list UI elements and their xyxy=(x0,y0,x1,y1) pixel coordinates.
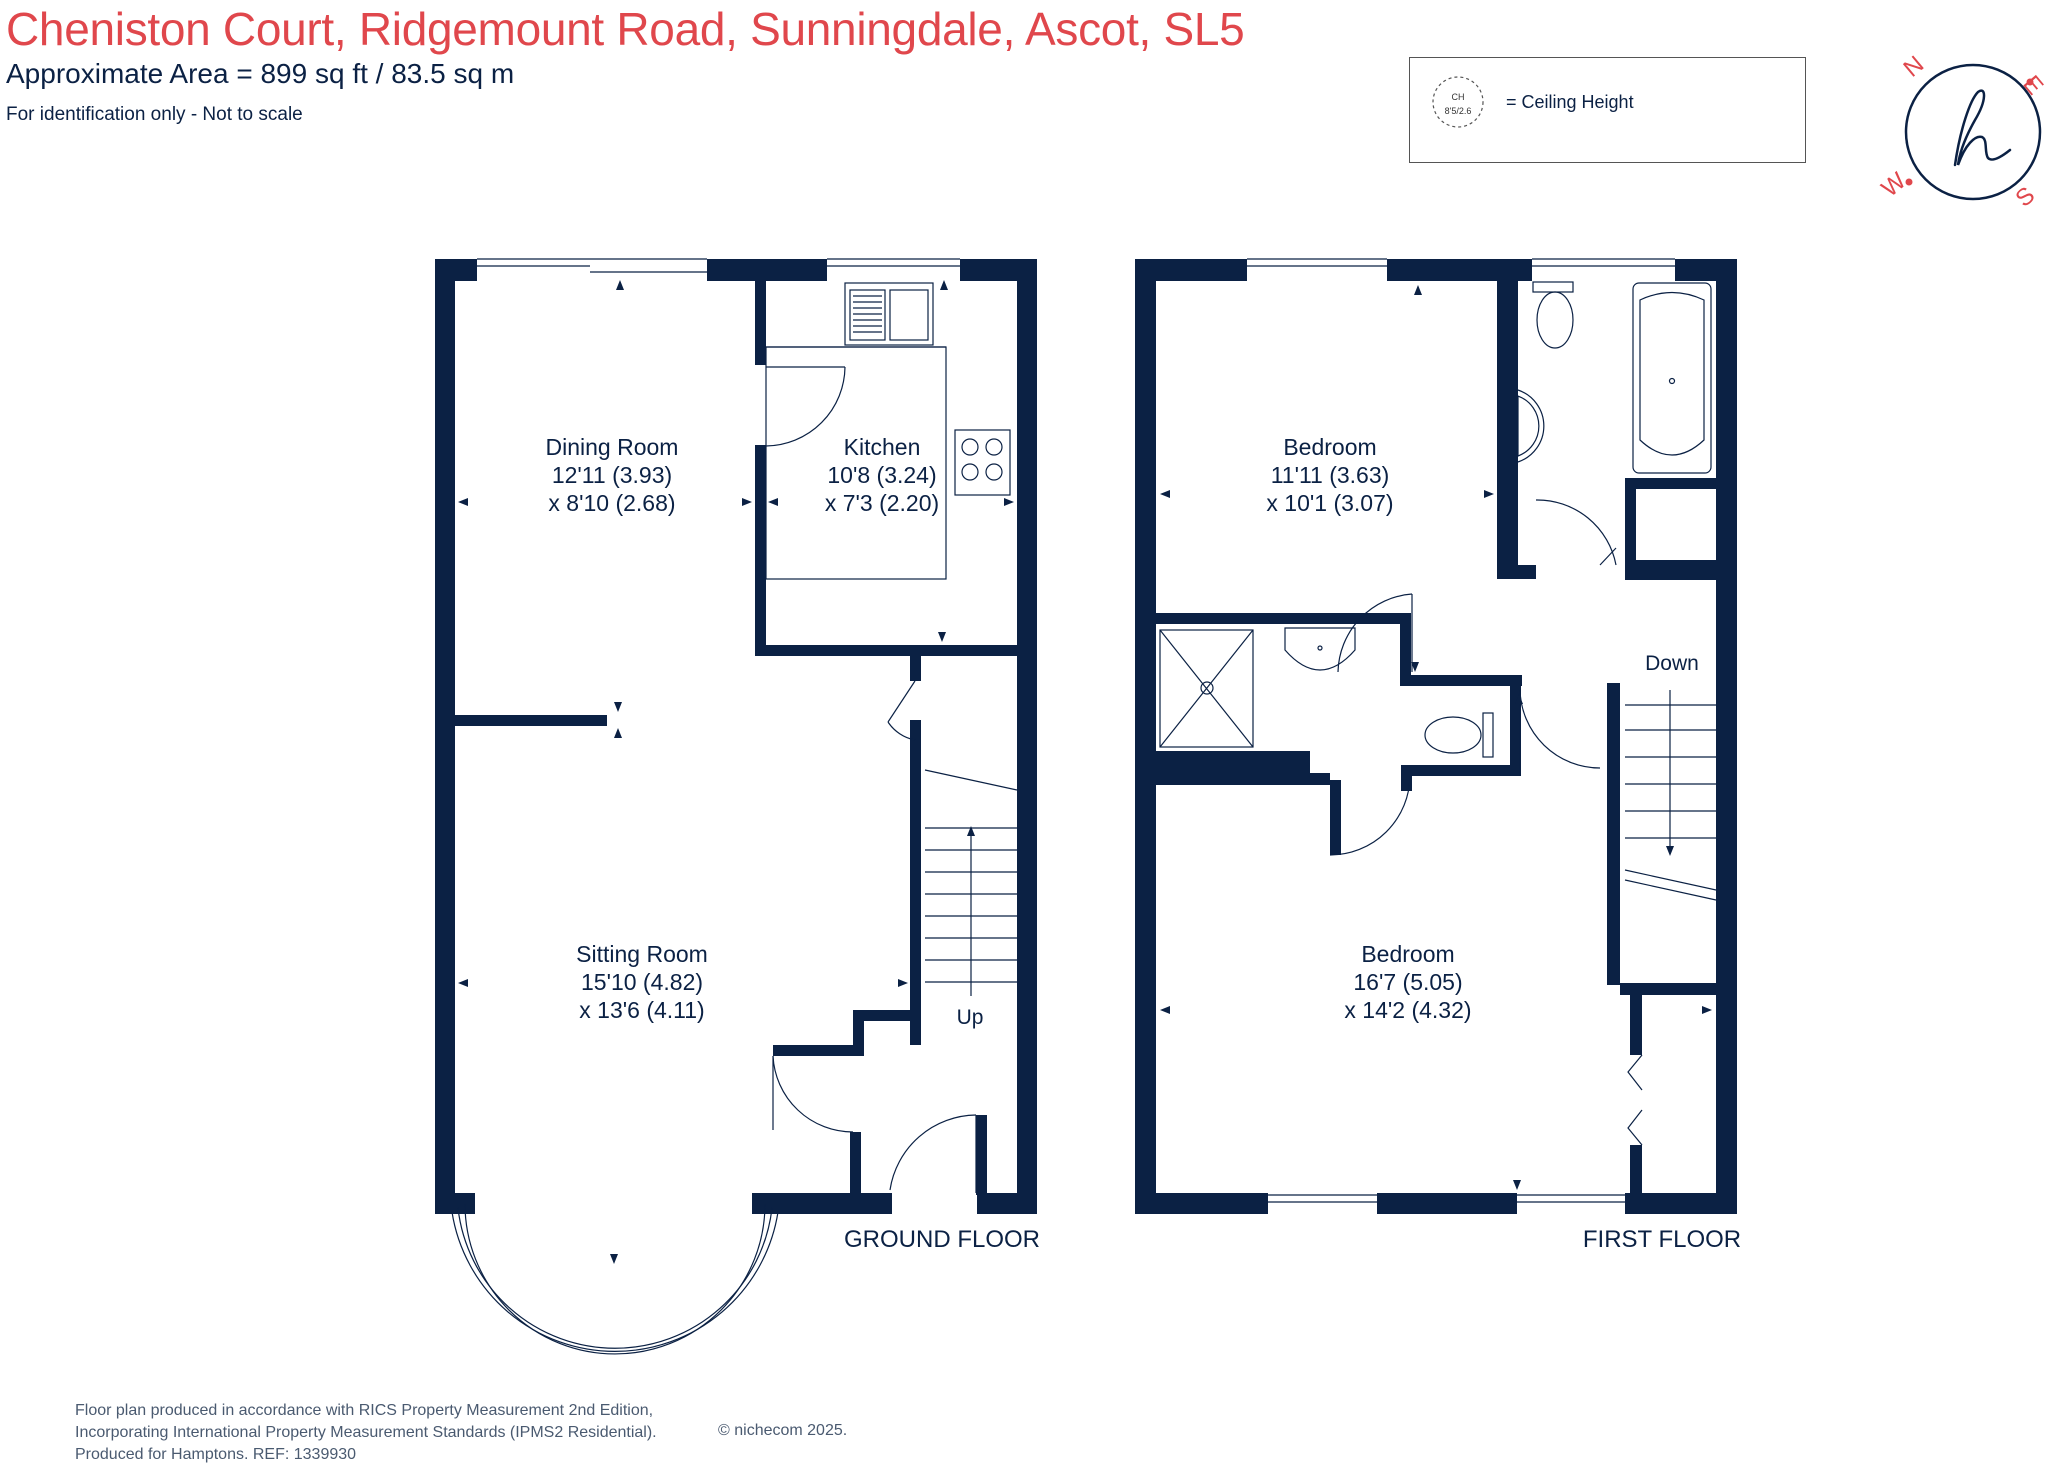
identification-note: For identification only - Not to scale xyxy=(6,104,303,125)
compass-south: S xyxy=(2011,182,2041,213)
stairs-up-label: Up xyxy=(957,1006,984,1029)
property-title: Cheniston Court, Ridgemount Road, Sunnin… xyxy=(6,3,1245,55)
bedroom-1-dim2: x 10'1 (3.07) xyxy=(1266,490,1393,516)
stairs-down-label: Down xyxy=(1645,652,1699,675)
logo-h-icon xyxy=(1953,89,2012,167)
sitting-room-dim1: 15'10 (4.82) xyxy=(581,969,703,995)
kitchen-name: Kitchen xyxy=(844,434,921,460)
legend-symbol-top: CH xyxy=(1452,92,1465,102)
ground-floor-labels: Dining Room 12'11 (3.93) x 8'10 (2.68) K… xyxy=(546,434,1040,1253)
compass-east: E xyxy=(2017,71,2048,101)
ceiling-height-symbol: CH 8'5/2.6 xyxy=(1432,76,1484,128)
legend-symbol-bottom: 8'5/2.6 xyxy=(1445,106,1472,116)
ground-floor-plan xyxy=(435,259,1037,1214)
footer-line-3: Produced for Hamptons. REF: 1339930 xyxy=(75,1446,357,1463)
first-floor-arrows xyxy=(1160,285,1712,1190)
legend-text: = Ceiling Height xyxy=(1506,92,1634,112)
first-floor-labels: Bedroom 11'11 (3.63) x 10'1 (3.07) Bedro… xyxy=(1266,434,1741,1253)
copyright: © nichecom 2025. xyxy=(718,1422,848,1439)
ground-floor-arrows xyxy=(458,280,1014,1264)
first-floor-fixtures xyxy=(1159,258,1717,1203)
compass-north: N xyxy=(1899,51,1930,83)
ground-floor-label: GROUND FLOOR xyxy=(844,1226,1040,1253)
footer-notes: Floor plan produced in accordance with R… xyxy=(75,1400,657,1466)
ceiling-height-legend xyxy=(1409,57,1806,163)
dining-room-dim1: 12'11 (3.93) xyxy=(552,462,672,488)
dining-room-name: Dining Room xyxy=(546,434,679,460)
bedroom-2-name: Bedroom xyxy=(1361,941,1454,967)
approximate-area: Approximate Area = 899 sq ft / 83.5 sq m xyxy=(6,58,515,89)
bedroom-2-dim2: x 14'2 (4.32) xyxy=(1344,997,1471,1023)
bedroom-1-name: Bedroom xyxy=(1283,434,1376,460)
bedroom-2-dim1: 16'7 (5.05) xyxy=(1353,969,1462,995)
kitchen-dim1: 10'8 (3.24) xyxy=(827,462,936,488)
first-floor-plan xyxy=(1135,259,1737,1214)
sitting-room-name: Sitting Room xyxy=(576,941,708,967)
footer-line-2: Incorporating International Property Mea… xyxy=(75,1424,657,1441)
first-floor-label: FIRST FLOOR xyxy=(1583,1226,1741,1253)
kitchen-dim2: x 7'3 (2.20) xyxy=(825,490,939,516)
sitting-room-dim2: x 13'6 (4.11) xyxy=(579,997,704,1023)
ground-floor-fixtures xyxy=(451,258,1018,1355)
footer-line-1: Floor plan produced in accordance with R… xyxy=(75,1402,654,1419)
compass-logo: N E S W xyxy=(1877,51,2048,213)
compass-west: W xyxy=(1877,167,1912,202)
bedroom-1-dim1: 11'11 (3.63) xyxy=(1271,462,1390,488)
dining-room-dim2: x 8'10 (2.68) xyxy=(548,490,675,516)
